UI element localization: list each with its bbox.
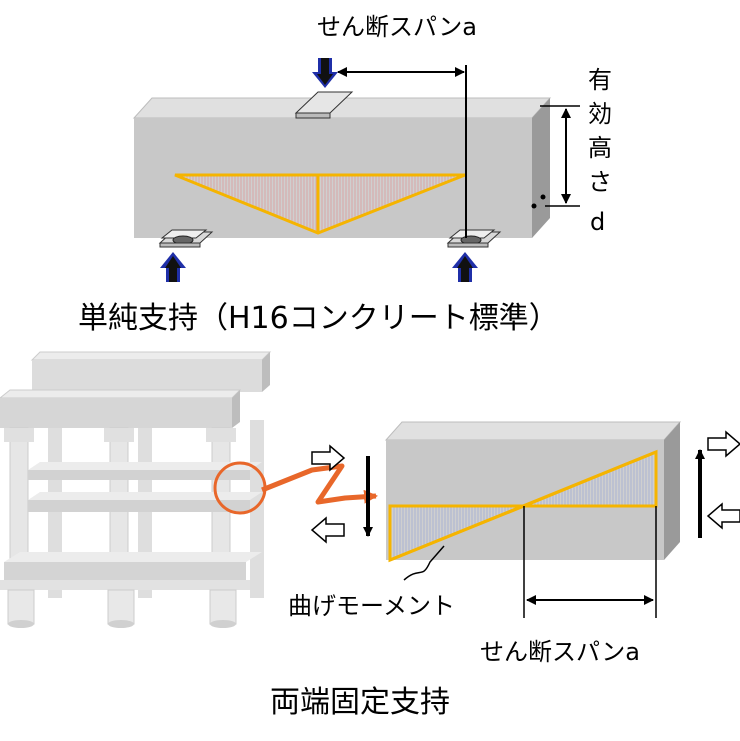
fixed-support-caption: 両端固定支持 <box>270 685 450 720</box>
left-hollow-arrows <box>310 444 346 544</box>
svg-text:d: d <box>590 208 605 236</box>
frame-structure <box>0 351 272 628</box>
effective-depth-dimension <box>531 105 580 209</box>
svg-text:さ: さ <box>588 168 612 196</box>
right-hollow-arrows <box>706 430 740 530</box>
reaction-arrow-right <box>452 252 478 282</box>
top-shear-span-dimension <box>337 65 467 238</box>
svg-text:効: 効 <box>588 100 612 128</box>
svg-text:有: 有 <box>588 66 612 94</box>
reaction-arrow-left <box>160 252 186 282</box>
moment-label: 曲げモーメント <box>288 592 455 620</box>
load-plate <box>294 91 354 119</box>
moment-label-leader <box>403 545 445 581</box>
orange-pointer-arrow <box>261 463 378 505</box>
bottom-shear-span-label: せん断スパンa <box>480 638 640 666</box>
fixed-end-moment-diagram <box>388 449 658 563</box>
right-support <box>446 229 502 248</box>
bottom-shear-span-dimension <box>523 506 657 618</box>
load-arrow <box>312 58 338 88</box>
left-support <box>158 229 214 248</box>
top-shear-span-label: せん断スパンa <box>317 13 477 41</box>
simple-support-caption: 単純支持（H16コンクリート標準） <box>78 301 559 336</box>
simple-moment-diagram <box>174 173 466 235</box>
effective-depth-label: 有 効 高 さ d <box>588 66 612 236</box>
svg-text:高: 高 <box>588 134 612 162</box>
